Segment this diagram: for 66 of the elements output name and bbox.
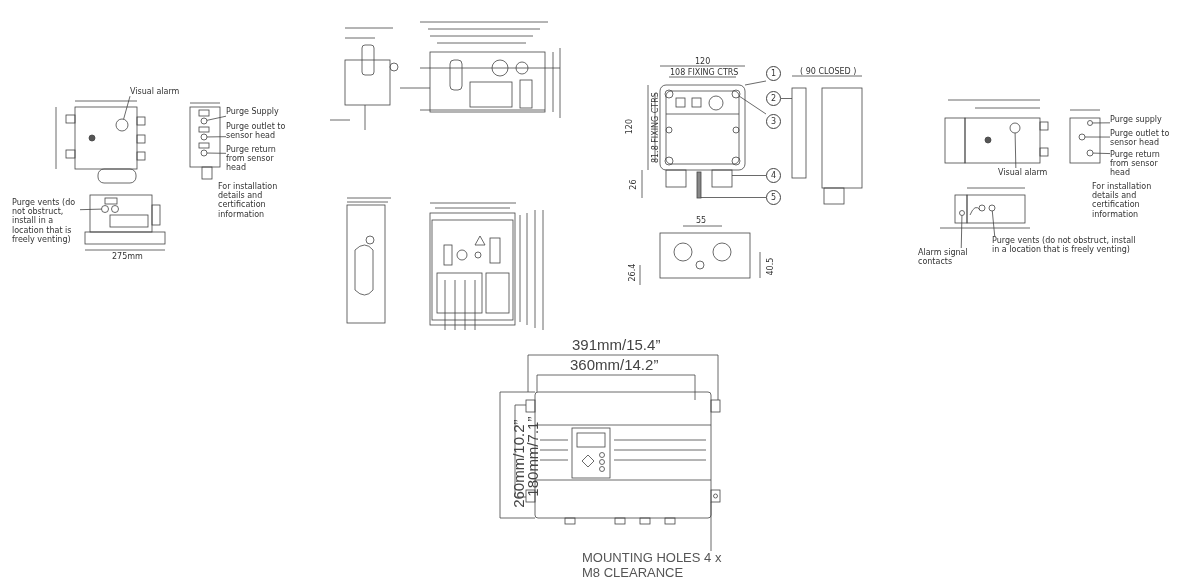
pipe-fitting — [1087, 120, 1093, 126]
callout-number: 2 — [766, 91, 781, 106]
probe — [696, 171, 702, 199]
dimension-label: 26.4 — [628, 263, 638, 282]
alarm-lamp — [115, 118, 129, 132]
dimension-label: 360mm/14.2” — [570, 356, 659, 374]
enclosure-body — [659, 84, 746, 171]
leader-line — [744, 80, 767, 86]
callout-text: Purge outlet to sensor head — [1110, 129, 1178, 148]
leader-line — [123, 95, 131, 120]
dimension-label: 81.8 FIXING CTRS — [650, 92, 661, 164]
dimension-label: 275mm — [112, 252, 143, 262]
leader-line — [206, 115, 227, 121]
dimension-label: 391mm/15.4” — [572, 336, 661, 354]
dimension-label: 260mm/10.2” — [509, 419, 527, 508]
pipe-fitting — [200, 133, 208, 141]
dimension-label: ( 90 CLOSED ) — [800, 67, 857, 77]
pipe-fitting — [200, 117, 208, 125]
dimension-label: 120 — [695, 57, 711, 67]
leader-line — [700, 197, 767, 198]
vent-port — [988, 204, 996, 212]
vent-port — [101, 205, 109, 213]
dimension-label: 180mm/7.1” — [524, 416, 542, 497]
callout-number: 3 — [766, 114, 781, 129]
leader-line — [1092, 122, 1111, 124]
lid-side-view — [791, 87, 807, 179]
leader-line — [206, 136, 227, 138]
pipe-fitting — [1078, 133, 1086, 141]
dimension-label: 55 — [696, 216, 707, 226]
note-text: For installation details and certification information — [1092, 182, 1153, 219]
callout-number: 1 — [766, 66, 781, 81]
leader-line — [780, 98, 793, 99]
dimension-label: 26 — [628, 179, 638, 190]
leader-line — [1092, 152, 1111, 154]
leader-line — [731, 175, 767, 176]
alarm-lamp — [1009, 122, 1021, 134]
callout-number: 5 — [766, 190, 781, 205]
callout-text: MOUNTING HOLES 4 x M8 CLEARANCE — [582, 551, 732, 581]
callout-text: Purge vents (do not obstruct, install in a location that is freely venting) — [992, 236, 1142, 255]
callout-text: Purge supply — [1110, 115, 1176, 125]
callout-text: Alarm signal contacts — [918, 248, 978, 267]
leader-line — [1084, 136, 1111, 138]
contact-terminal — [959, 210, 965, 216]
callout-text: Purge vents (do not obstruct, install in a location that is freely venting) — [12, 198, 80, 244]
lid-screw — [731, 89, 741, 99]
leader-line — [960, 215, 963, 249]
note-text: For installation details and certification information — [218, 182, 279, 219]
pipe-fitting — [200, 149, 208, 157]
pipe-fitting — [1086, 149, 1094, 157]
cable-gland — [711, 169, 733, 188]
leader-line — [206, 152, 227, 154]
mounting-tab — [710, 489, 721, 503]
callout-number: 4 — [766, 168, 781, 183]
callout-text: Purge return from sensor head — [1110, 150, 1178, 178]
dimension-label: 108 FIXING CTRS — [670, 68, 739, 78]
callout-text: Purge return from sensor head — [226, 145, 290, 173]
callout-text: Purge Supply — [226, 107, 279, 117]
dimension-label: 40.5 — [766, 257, 776, 276]
leader-line — [991, 210, 996, 237]
callout-text: Purge outlet to sensor head — [226, 122, 290, 141]
callout-text: Visual alarm — [130, 87, 180, 97]
leader-line — [79, 208, 102, 211]
callout-text: Visual alarm — [998, 168, 1048, 178]
leader-line — [1014, 132, 1017, 169]
leader-line — [738, 95, 767, 115]
dimension-label: 120 — [625, 118, 635, 135]
